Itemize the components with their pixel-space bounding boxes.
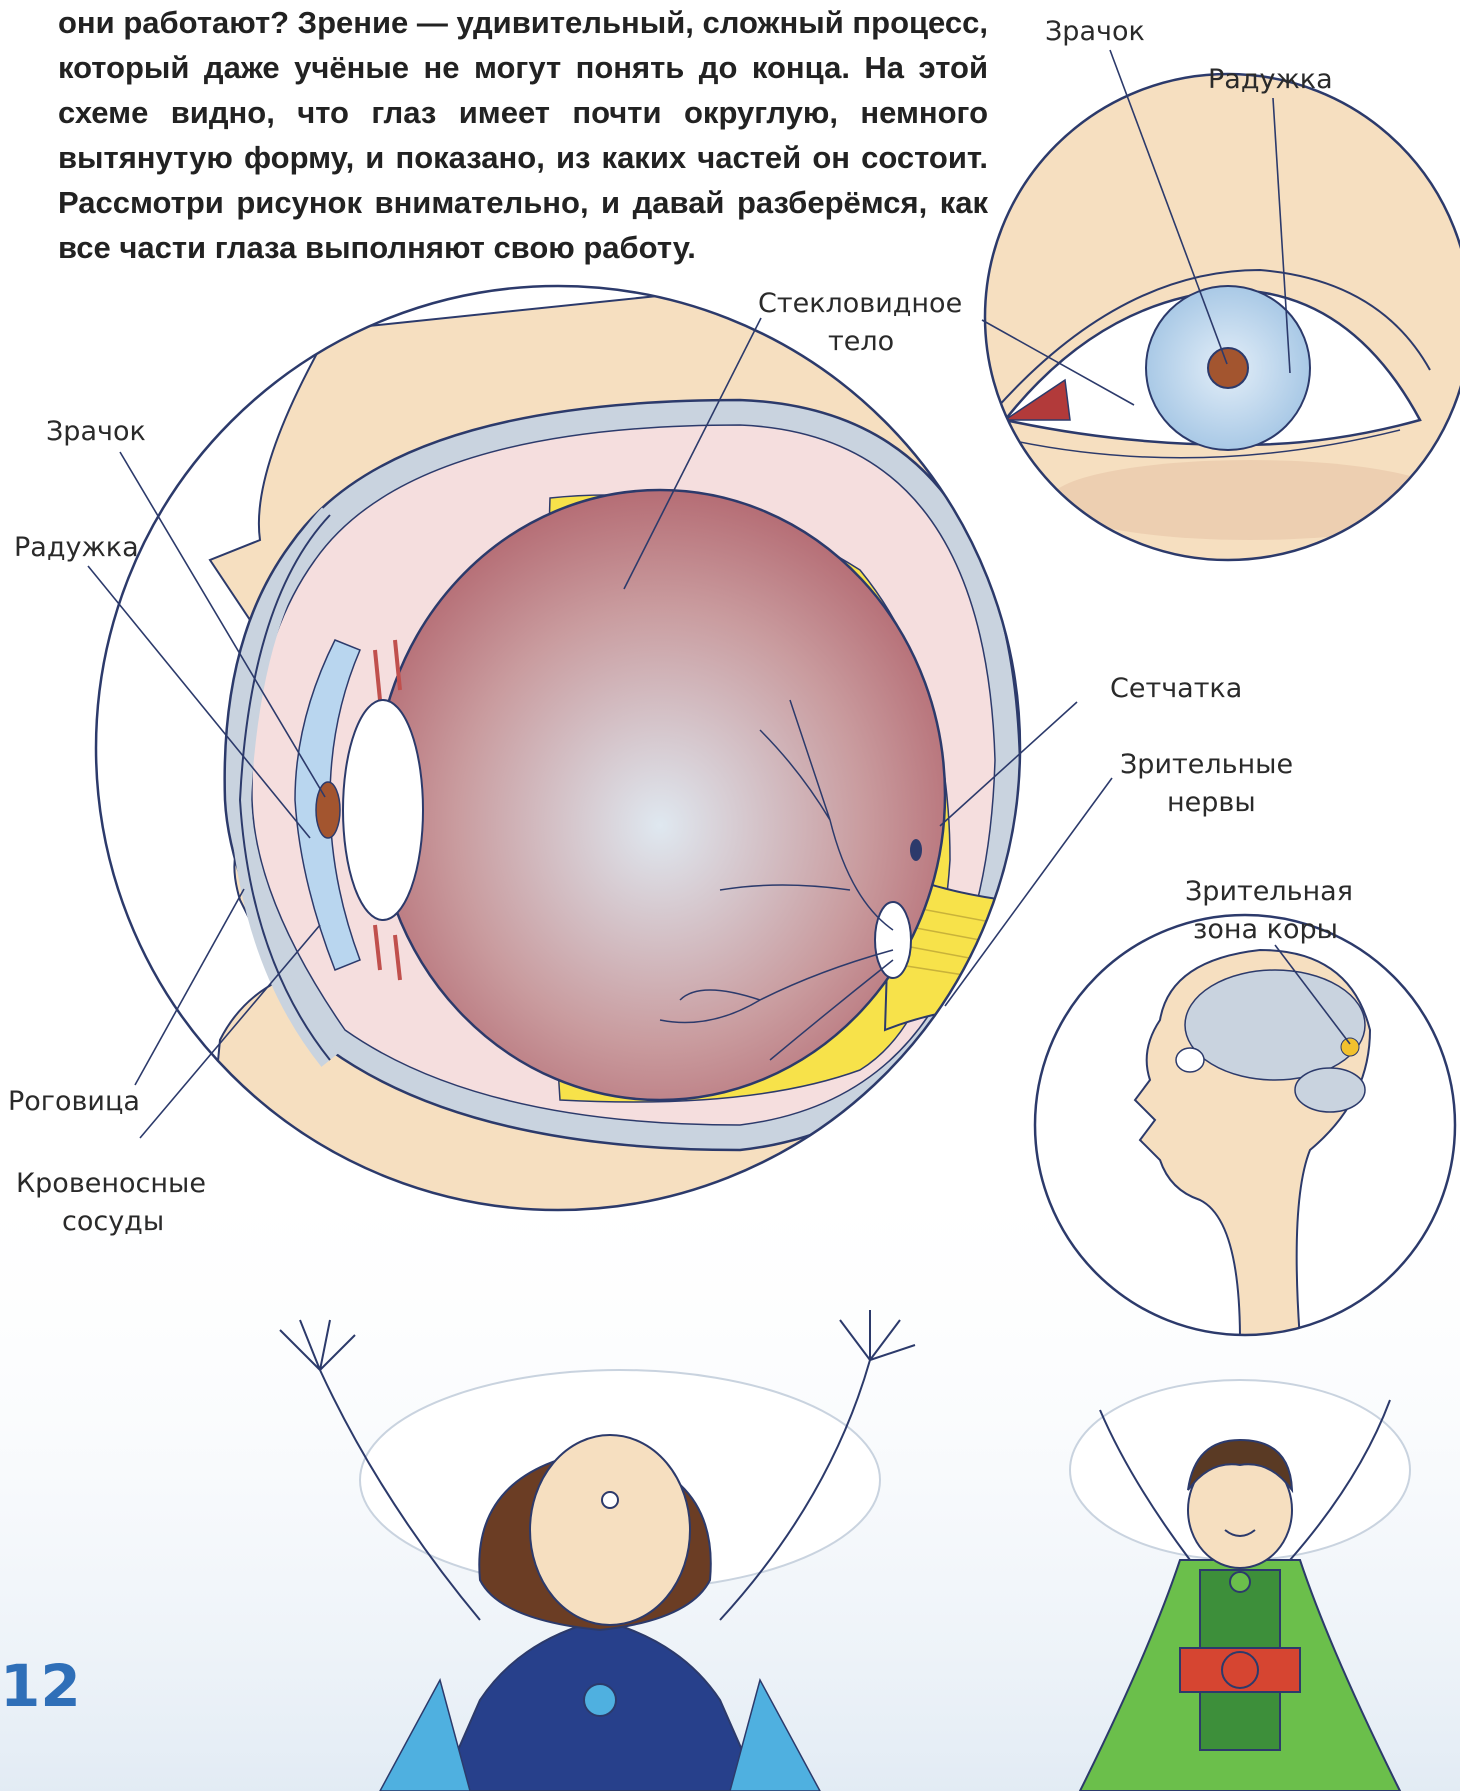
label-cornea: Роговица	[8, 1086, 140, 1117]
label-visual-cortex-line1: Зрительная	[1185, 876, 1353, 907]
label-retina: Сетчатка	[1110, 673, 1242, 704]
label-iris: Радужка	[14, 532, 139, 563]
label-optic-nerves-line1: Зрительные	[1120, 749, 1293, 780]
label-blood-vessels-line2: сосуды	[62, 1206, 164, 1237]
label-external-iris: Радужка	[1208, 64, 1333, 95]
label-external-pupil: Зрачок	[1045, 16, 1145, 47]
external-eye-view	[985, 74, 1460, 560]
label-blood-vessels-line1: Кровеносные	[16, 1168, 206, 1199]
label-optic-nerves-line2: нервы	[1167, 787, 1256, 818]
page-number: 12	[0, 1652, 81, 1720]
eye-cross-section	[96, 250, 1100, 1250]
label-vitreous-body-line2: тело	[828, 326, 894, 357]
label-pupil: Зрачок	[46, 416, 146, 447]
label-vitreous-body-line1: Стекловидное	[758, 288, 962, 319]
label-visual-cortex-line2: зона коры	[1193, 914, 1338, 945]
